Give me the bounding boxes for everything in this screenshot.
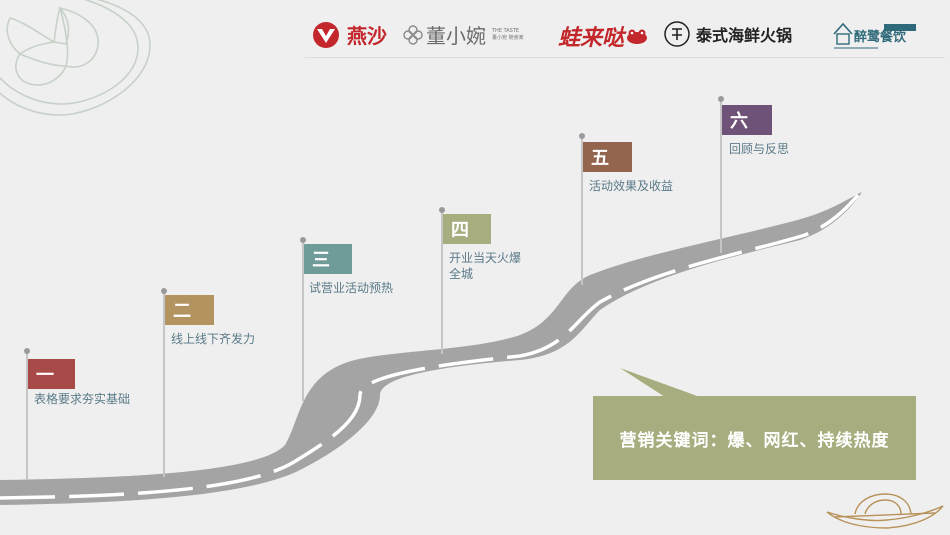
logo-zuilu-text: 醉鹭餐饮 <box>854 30 907 45</box>
milestone-4-label: 开业当天火爆 全城 <box>449 250 521 282</box>
milestone-3-flag: 三 <box>304 244 352 274</box>
milestone-2-flag: 二 <box>165 295 214 325</box>
logo-yansha-text: 燕沙 <box>347 24 387 48</box>
milestone-1-pole-top <box>24 348 30 354</box>
milestone-4-pole-top <box>439 207 445 213</box>
keyword-callout-text: 营销关键词：爆、网红、持续热度 <box>619 430 890 451</box>
logo-zuilu: 醉鹭餐饮 <box>832 18 918 54</box>
milestone-5-label: 活动效果及收益 <box>589 179 674 193</box>
milestone-5-flag: 五 <box>583 142 632 172</box>
partner-logo-strip: 燕沙 董小婉 THE TASTE 董小宛 随食某 蛙来哒 泰式海鲜火锅 <box>305 12 945 60</box>
logo-divider <box>305 57 945 58</box>
milestone-2-pole <box>163 292 165 477</box>
logo-dongxiaowan-cn: 董小宛 随食某 <box>492 34 524 41</box>
logo-thai-seafood: 泰式海鲜火锅 <box>663 20 792 48</box>
milestone-4-label-line1: 开业当天火爆 <box>449 251 522 265</box>
boat-decoration-icon <box>826 493 944 529</box>
milestone-1-label: 表格要求夯实基础 <box>34 392 131 406</box>
flower-emblem-icon <box>403 24 423 45</box>
milestone-6-label: 回顾与反思 <box>729 142 790 156</box>
milestone-1-flag: 一 <box>28 359 75 389</box>
logo-dongxiaowan-text: 董小婉 <box>426 24 486 48</box>
milestone-6-pole <box>720 100 722 253</box>
keyword-callout: 营销关键词：爆、网红、持续热度 <box>593 396 916 480</box>
logo-dongxiaowan-en: THE TASTE <box>492 27 520 34</box>
milestone-3-label: 试营业活动预热 <box>309 281 394 295</box>
logo-yansha: 燕沙 <box>311 20 387 49</box>
milestone-4-flag: 四 <box>443 214 491 244</box>
thai-seal-icon <box>664 21 690 47</box>
logo-walaida-text: 蛙来哒 <box>558 26 625 51</box>
milestone-3-pole-top <box>300 237 306 243</box>
milestone-2-pole-top <box>161 288 167 294</box>
milestone-6-flag: 六 <box>722 105 772 135</box>
milestone-3-pole <box>302 241 304 401</box>
zuilu-house-emblem-icon <box>833 22 916 49</box>
logo-thai-seafood-text: 泰式海鲜火锅 <box>696 26 793 45</box>
milestone-5-pole-top <box>579 133 585 139</box>
milestone-5-pole <box>581 137 583 285</box>
milestone-4-pole <box>441 211 443 354</box>
milestone-6-pole-top <box>718 96 724 102</box>
milestone-2-label: 线上线下齐发力 <box>171 332 256 346</box>
milestone-1-pole <box>26 352 28 480</box>
logo-walaida: 蛙来哒 <box>558 20 648 52</box>
quatrefoil-decoration-icon <box>0 0 151 116</box>
milestone-4-label-line2: 全城 <box>449 267 474 281</box>
frog-emblem-icon <box>627 29 648 44</box>
logo-dongxiaowan: 董小婉 THE TASTE 董小宛 随食某 <box>403 20 524 49</box>
yansha-emblem-icon <box>313 21 339 48</box>
